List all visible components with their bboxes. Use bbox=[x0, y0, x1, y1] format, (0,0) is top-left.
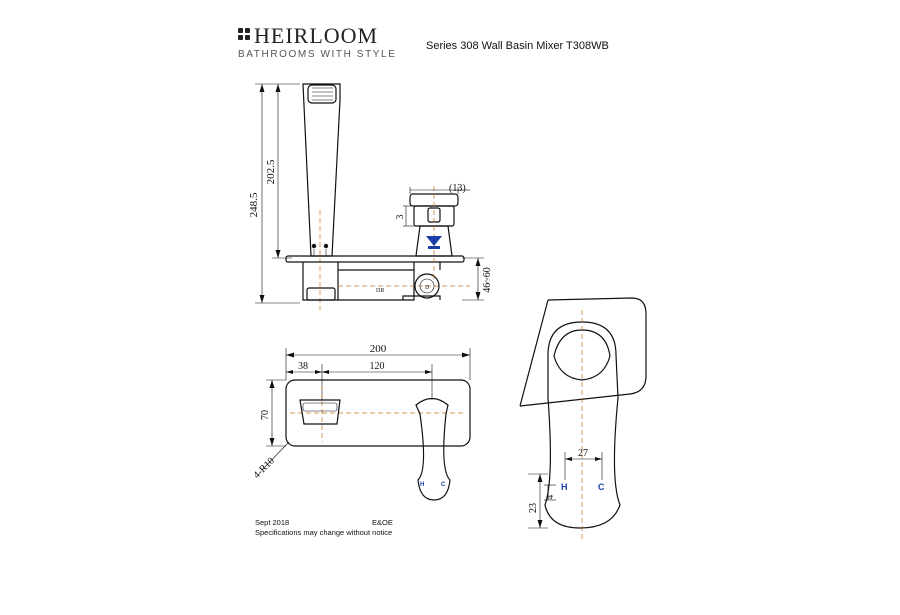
dim-bottom: 23 bbox=[528, 503, 539, 513]
dim-screw: 3 bbox=[395, 215, 406, 220]
front-label-hot: H bbox=[420, 482, 424, 488]
brand-name: HEIRLOOM bbox=[254, 23, 379, 48]
dim-cap: (13) bbox=[449, 183, 466, 194]
dim-total-height: 248.5 bbox=[248, 192, 260, 217]
dim-offset: 38 bbox=[298, 361, 308, 372]
dim-height: 70 bbox=[260, 410, 271, 420]
footer-eoe: E&OE bbox=[372, 518, 393, 527]
svg-text:D: D bbox=[425, 285, 430, 291]
dim-handle-width: 27 bbox=[578, 448, 588, 459]
front-label-cold: C bbox=[441, 482, 446, 488]
footer-date: Sept 2018 bbox=[255, 518, 290, 527]
document-title: Series 308 Wall Basin Mixer T308WB bbox=[426, 40, 609, 52]
handle-label-cold: C bbox=[598, 482, 605, 492]
brand-tagline: BATHROOMS WITH STYLE bbox=[238, 49, 397, 60]
dim-depth: 46~60 bbox=[482, 267, 493, 292]
side-view: 248.5 202.5 bbox=[248, 83, 493, 310]
dim-corner: 4-R10 bbox=[252, 456, 277, 481]
front-view: 200 38 120 H C bbox=[252, 343, 471, 501]
footer-note: Specifications may change without notice bbox=[255, 528, 393, 537]
handle-view: H C 27 4 23 bbox=[519, 297, 647, 540]
label-dr: DR bbox=[376, 288, 384, 294]
dim-width: 200 bbox=[370, 343, 387, 355]
handle-label-hot: H bbox=[561, 482, 568, 492]
dim-small: 4 bbox=[545, 494, 555, 499]
brand-dots-icon bbox=[238, 28, 250, 40]
dim-spacing: 120 bbox=[370, 361, 385, 372]
dim-spout-height: 202.5 bbox=[265, 159, 277, 184]
